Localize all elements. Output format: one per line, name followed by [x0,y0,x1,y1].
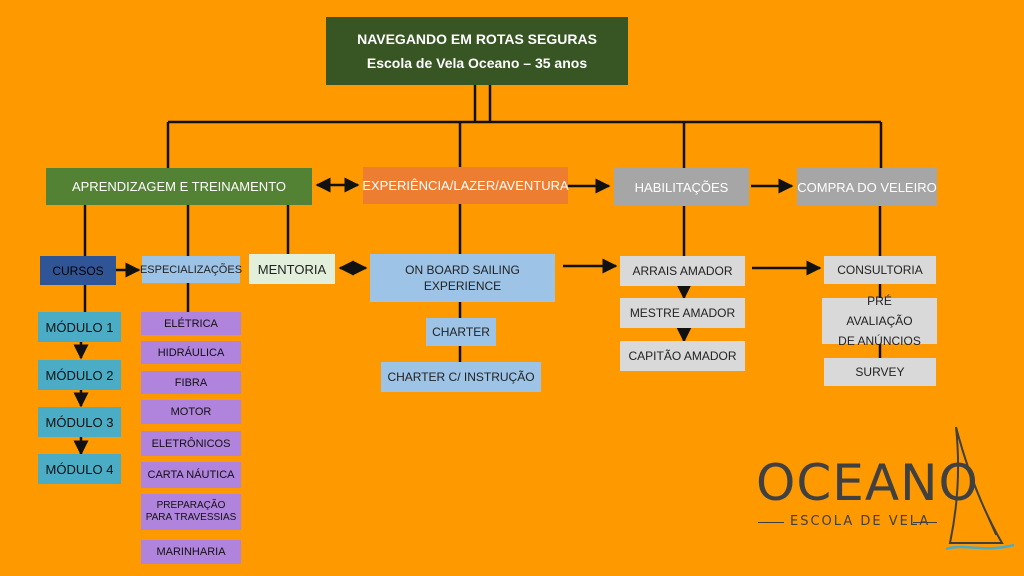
node-carta-nautica: CARTA NÁUTICA [141,462,241,488]
title-line2: Escola de Vela Oceano – 35 anos [366,55,588,71]
node-pre-avaliacao: PRÉ AVALIAÇÃO DE ANÚNCIOS [822,294,937,348]
node-consultoria: CONSULTORIA [824,256,936,284]
node-eletrica: ELÉTRICA [141,312,241,335]
node-habilitacoes: HABILITAÇÕES [614,168,749,206]
node-aprendizagem: APRENDIZAGEM E TREINAMENTO [46,168,312,205]
node-arrais-amador: ARRAIS AMADOR [620,256,745,286]
node-modulo-3: MÓDULO 3 [38,407,121,437]
node-hidraulica: HIDRÁULICA [141,341,241,364]
node-eletronicos: ELETRÔNICOS [141,431,241,456]
node-compra-veleiro: COMPRA DO VELEIRO [797,168,937,206]
node-especializacoes: ESPECIALIZAÇÕES [140,256,242,283]
diagram-title: NAVEGANDO EM ROTAS SEGURAS Escola de Vel… [326,17,628,85]
node-marinharia: MARINHARIA [141,540,241,564]
node-motor: MOTOR [141,400,241,424]
node-onboard-sailing: ON BOARD SAILING EXPERIENCE [370,254,555,302]
node-mestre-amador: MESTRE AMADOR [620,298,745,328]
logo-rule-left [758,522,784,523]
node-mentoria: MENTORIA [249,254,335,284]
node-charter: CHARTER [426,318,496,346]
node-survey: SURVEY [824,358,936,386]
node-fibra: FIBRA [141,371,241,394]
sailboat-icon [945,426,1015,551]
node-capitao-amador: CAPITÃO AMADOR [620,341,745,371]
node-modulo-4: MÓDULO 4 [38,454,121,484]
node-modulo-1: MÓDULO 1 [38,312,121,342]
logo-name: OCEANO [756,454,979,512]
logo-tagline: ESCOLA DE VELA [790,514,931,529]
node-preparacao-travessias: PREPARAÇÃO PARA TRAVESSIAS [141,494,241,530]
node-experiencia: EXPERIÊNCIA/LAZER/AVENTURA [362,167,569,204]
logo-rule-right [913,522,937,523]
node-charter-instrucao: CHARTER C/ INSTRUÇÃO [381,362,541,392]
node-modulo-2: MÓDULO 2 [38,360,121,390]
node-cursos: CURSOS [40,256,116,285]
title-line1: NAVEGANDO EM ROTAS SEGURAS [357,31,597,47]
